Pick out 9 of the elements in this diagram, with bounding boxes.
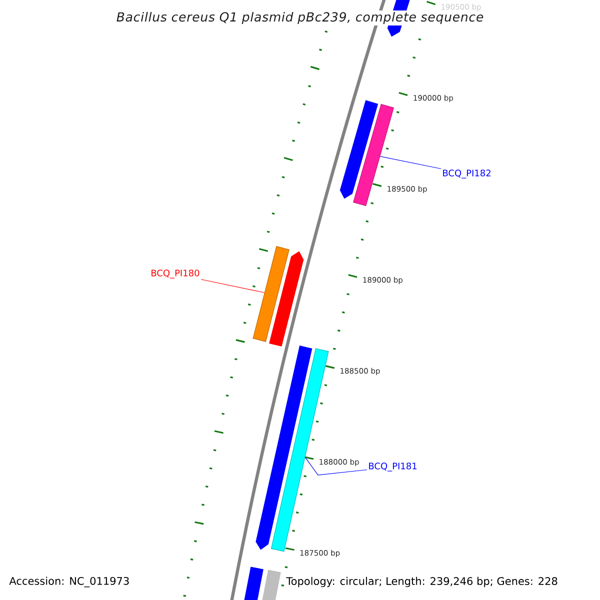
gene-label: BCQ_PI181 — [369, 462, 417, 472]
leader-line — [200, 279, 265, 293]
summary-text: Topology: circular; Length: 239,246 bp; Genes: 228 — [285, 576, 559, 588]
gene-bar — [252, 246, 290, 342]
accession-text: Accession: NC_011973 — [9, 576, 129, 588]
title: Bacillus cereus Q1 plasmid pBc239, complete sequence — [114, 10, 486, 26]
leader-line — [304, 457, 368, 476]
gene-label: BCQ_PI182 — [443, 170, 490, 178]
gene-label: BCQ_PI180 — [152, 270, 200, 278]
